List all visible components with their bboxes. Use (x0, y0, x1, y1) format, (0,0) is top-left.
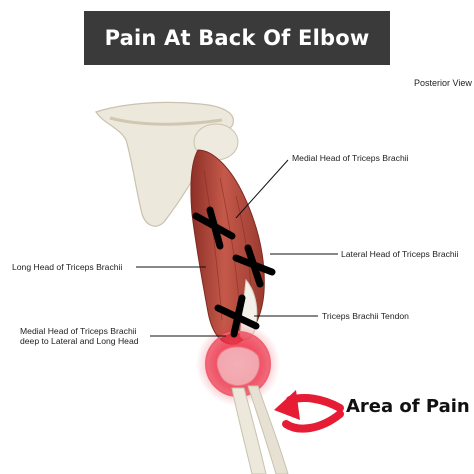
label-long-head: Long Head of Triceps Brachii (12, 262, 123, 272)
x-marker-upper (192, 206, 236, 250)
x-marker-lower (214, 294, 260, 338)
label-deep-line1: Medial Head of Triceps Brachii (20, 326, 137, 336)
pain-arrow-shaft (282, 410, 344, 433)
title-banner: Pain At Back Of Elbow (84, 11, 390, 65)
forearm-bone-ulna (231, 387, 267, 474)
pain-label: Area of Pain (346, 396, 470, 417)
scapula-spine (109, 116, 223, 126)
label-deep-medial-head: Medial Head of Triceps Brachii deep to L… (20, 326, 139, 346)
leader-lines (136, 159, 338, 337)
label-lateral-head: Lateral Head of Triceps Brachii (341, 249, 459, 259)
label-deep-line2: deep to Lateral and Long Head (20, 336, 139, 346)
elbow-joint (216, 346, 260, 387)
label-tendon: Triceps Brachii Tendon (322, 311, 409, 321)
page-title: Pain At Back Of Elbow (104, 26, 370, 50)
label-medial-head: Medial Head of Triceps Brachii (292, 153, 409, 163)
pain-arrow-head (274, 390, 300, 420)
forearm-bone-radius (247, 385, 289, 474)
view-label: Posterior View (414, 78, 472, 88)
x-marker-middle (232, 244, 276, 288)
